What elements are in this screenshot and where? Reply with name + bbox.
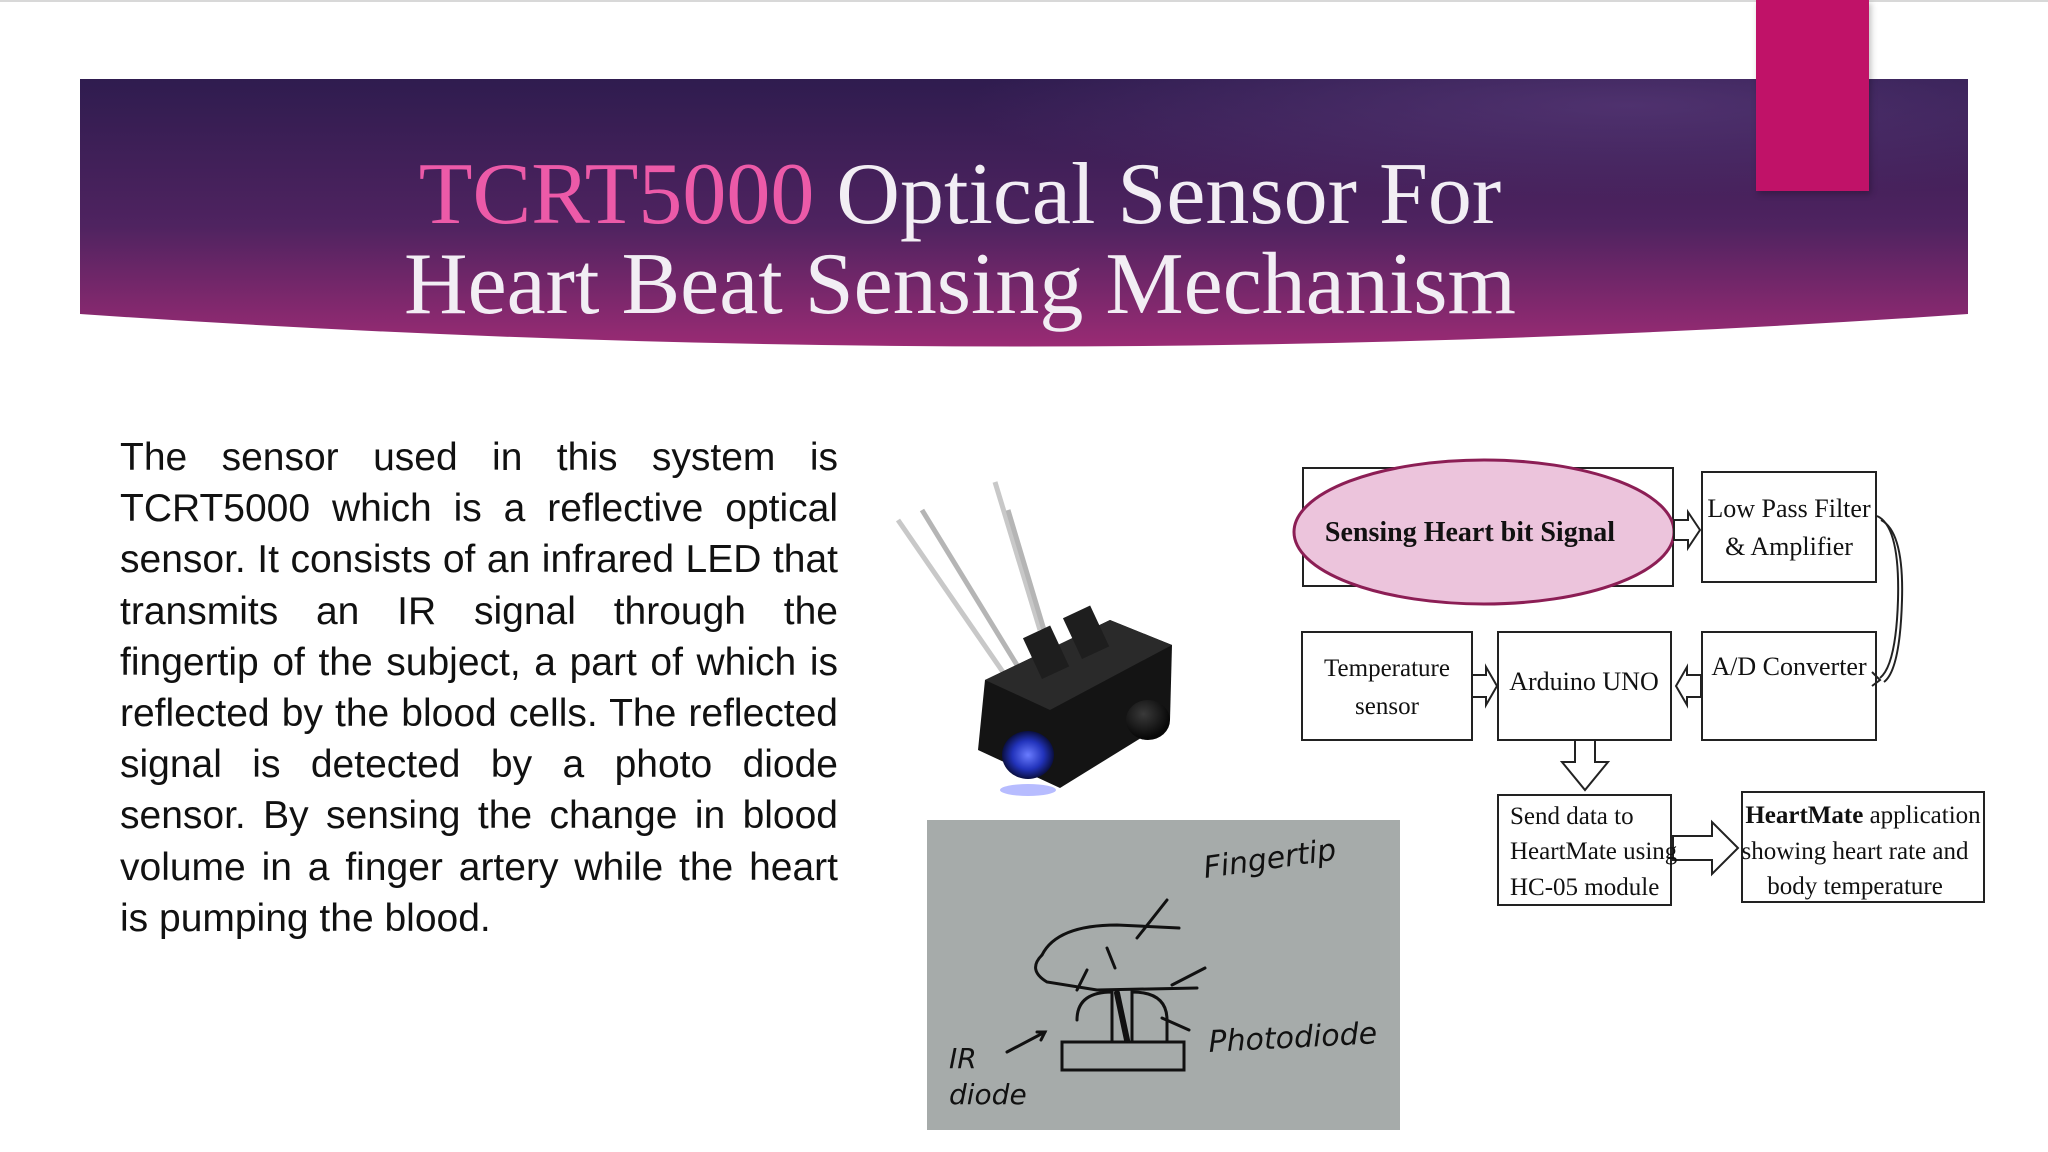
- label-photodiode: Photodiode: [1208, 1016, 1378, 1060]
- temperature-box: [1301, 631, 1473, 741]
- send-label-1: Send data to: [1510, 803, 1634, 830]
- svg-text:HeartMate application: HeartMate application: [1745, 802, 1981, 829]
- lpf-label-2: & Amplifier: [1725, 532, 1853, 561]
- temp-label-1: Temperature: [1324, 655, 1450, 682]
- title-highlight: TCRT5000: [418, 146, 815, 243]
- send-label-3: HC-05 module: [1510, 874, 1659, 901]
- app-label-bold: HeartMate: [1745, 802, 1863, 829]
- title-line2: Heart Beat Sensing Mechanism: [404, 236, 1516, 333]
- adc-box: [1701, 631, 1877, 741]
- top-border: [0, 0, 2048, 2]
- send-data-box: [1497, 794, 1672, 906]
- accent-tab: [1756, 0, 1869, 191]
- system-block-diagram: Sensing Heart bit Signal Low Pass Filter…: [1290, 450, 2000, 920]
- app-label-1: application: [1863, 802, 1981, 829]
- lpf-box: [1701, 471, 1877, 583]
- label-ir: IR: [949, 1042, 977, 1075]
- body-paragraph: The sensor used in this system is TCRT50…: [120, 436, 838, 940]
- finger-sensor-sketch: Fingertip Photodiode IR diode: [927, 820, 1400, 1130]
- adc-label: A/D Converter: [1711, 652, 1867, 681]
- arduino-label: Arduino UNO: [1509, 667, 1659, 696]
- app-label-3: body temperature: [1767, 873, 1943, 900]
- title-banner: [80, 79, 1968, 347]
- temp-label-2: sensor: [1355, 693, 1420, 720]
- app-label-2: showing heart rate and: [1741, 838, 1969, 865]
- app-box: [1741, 791, 1985, 903]
- label-diode: diode: [949, 1078, 1027, 1111]
- send-label-2: HeartMate using: [1510, 838, 1678, 865]
- sensing-label: Sensing Heart bit Signal: [1325, 517, 1615, 548]
- slide-title: TCRT5000 Optical Sensor For Heart Beat S…: [220, 150, 1700, 330]
- title-line1: Optical Sensor For: [814, 146, 1502, 243]
- arduino-box: [1497, 631, 1672, 741]
- lpf-label-1: Low Pass Filter: [1707, 494, 1871, 523]
- sensor-photo: [895, 481, 1172, 796]
